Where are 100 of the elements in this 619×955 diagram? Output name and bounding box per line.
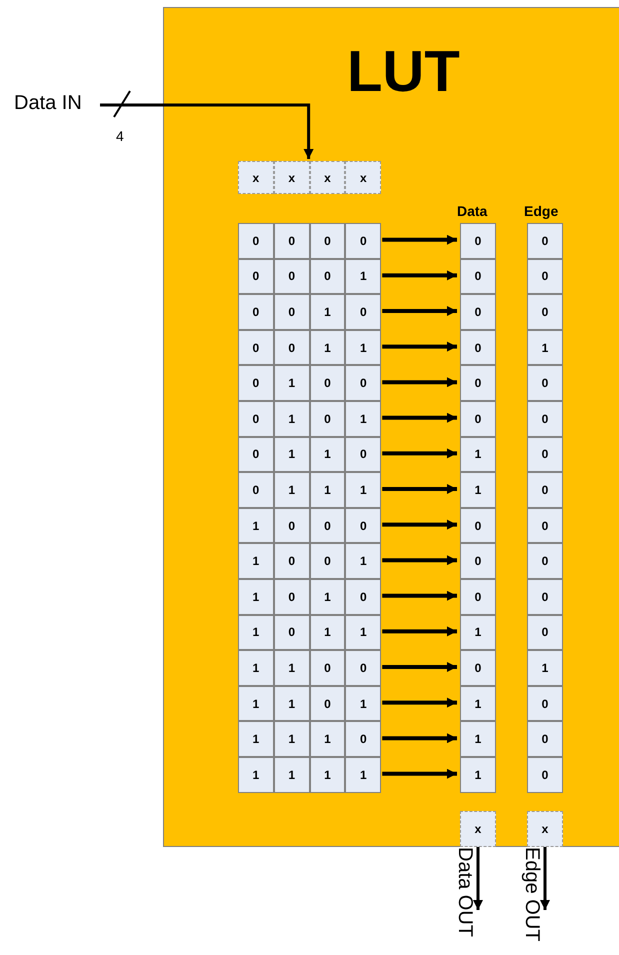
arrow xyxy=(382,662,457,672)
value-cell: 1 xyxy=(460,436,496,472)
bit-cell: 1 xyxy=(345,757,382,793)
bit-cell: 0 xyxy=(274,258,310,294)
value-cell: 0 xyxy=(527,223,563,259)
block-title: LUT xyxy=(347,38,460,105)
bit-cell: 0 xyxy=(345,721,382,757)
edge-label: Data OUT xyxy=(453,847,476,938)
table-row xyxy=(238,258,382,294)
table-row xyxy=(238,579,382,615)
value-cell: 1 xyxy=(460,472,496,508)
arrow xyxy=(382,520,457,530)
value-cell: 0 xyxy=(460,258,496,294)
value-cell: 0 xyxy=(527,757,563,793)
bit-cell: 0 xyxy=(238,223,274,259)
table-row xyxy=(238,543,382,579)
register-cell: x xyxy=(274,161,310,194)
bit-cell: 1 xyxy=(274,686,310,722)
bit-cell: 1 xyxy=(310,294,346,330)
bit-cell: 0 xyxy=(345,365,382,401)
arrow xyxy=(382,733,457,744)
value-cell: 0 xyxy=(460,543,496,579)
value-cell: 0 xyxy=(527,543,563,579)
column-heading: Edge xyxy=(524,203,558,219)
bit-cell: 0 xyxy=(238,330,274,366)
arrow xyxy=(382,342,457,352)
bit-cell: 0 xyxy=(345,650,382,686)
table-row xyxy=(238,223,382,259)
bit-cell: 1 xyxy=(345,686,382,722)
value-cell: 0 xyxy=(527,579,563,615)
register-cell: x xyxy=(310,161,346,194)
bit-cell: 1 xyxy=(345,543,382,579)
bit-cell: 0 xyxy=(310,543,346,579)
bit-cell: 0 xyxy=(274,294,310,330)
arrow xyxy=(382,768,457,779)
value-cell: 0 xyxy=(527,508,563,544)
bit-cell: 0 xyxy=(310,401,346,437)
bit-cell: 1 xyxy=(274,365,310,401)
value-cell: 0 xyxy=(460,330,496,366)
value-cell: 0 xyxy=(460,579,496,615)
bit-cell: 1 xyxy=(310,330,346,366)
arrow xyxy=(382,306,457,316)
arrow xyxy=(382,448,457,458)
table-row xyxy=(238,365,382,401)
table-row xyxy=(238,650,382,686)
table-row xyxy=(238,436,382,472)
value-cell: 1 xyxy=(527,650,563,686)
bit-cell: 0 xyxy=(345,294,382,330)
table-row xyxy=(238,757,382,793)
column-heading: Data xyxy=(457,203,488,219)
bit-cell: 1 xyxy=(345,401,382,437)
bit-cell: 1 xyxy=(345,330,382,366)
arrow xyxy=(382,590,457,601)
value-cell: 0 xyxy=(527,401,563,437)
bit-cell: 1 xyxy=(310,472,346,508)
value-cell: 0 xyxy=(527,258,563,294)
register-cell: x xyxy=(345,161,382,194)
table-row xyxy=(238,686,382,722)
bit-cell: 0 xyxy=(238,258,274,294)
bit-cell: 1 xyxy=(345,614,382,650)
bit-cell: 1 xyxy=(310,721,346,757)
value-cell: 0 xyxy=(460,401,496,437)
bit-cell: 1 xyxy=(274,401,310,437)
table-row xyxy=(238,401,382,437)
bit-cell: 1 xyxy=(238,543,274,579)
bit-cell: 0 xyxy=(310,365,346,401)
bit-cell: 0 xyxy=(274,614,310,650)
arrow xyxy=(382,698,457,708)
register-cell: x xyxy=(527,811,563,847)
bit-cell: 0 xyxy=(274,508,310,544)
value-cell: 1 xyxy=(460,757,496,793)
bit-cell: 0 xyxy=(238,472,274,508)
table-row xyxy=(238,614,382,650)
bit-cell: 0 xyxy=(274,543,310,579)
edge-label: 4 xyxy=(116,128,124,144)
value-cell: 0 xyxy=(460,365,496,401)
bit-cell: 0 xyxy=(345,508,382,544)
arrow xyxy=(100,104,314,159)
bit-cell: 0 xyxy=(238,365,274,401)
bit-cell: 1 xyxy=(274,472,310,508)
bit-cell: 1 xyxy=(238,686,274,722)
bit-cell: 1 xyxy=(310,436,346,472)
bit-cell: 0 xyxy=(310,508,346,544)
register-cell: x xyxy=(460,811,496,847)
table-row xyxy=(238,508,382,544)
value-cell: 0 xyxy=(527,294,563,330)
arrow xyxy=(473,846,483,910)
value-cell: 0 xyxy=(527,686,563,722)
bit-cell: 0 xyxy=(310,223,346,259)
value-cell: 0 xyxy=(527,472,563,508)
value-cell: 1 xyxy=(460,721,496,757)
table-row xyxy=(238,472,382,508)
table-row xyxy=(238,721,382,757)
bit-cell: 0 xyxy=(238,401,274,437)
bit-cell: 1 xyxy=(238,757,274,793)
table-row xyxy=(238,330,382,366)
table-row xyxy=(238,294,382,330)
arrow xyxy=(382,626,457,636)
bit-cell: 1 xyxy=(310,614,346,650)
bit-cell: 1 xyxy=(345,472,382,508)
